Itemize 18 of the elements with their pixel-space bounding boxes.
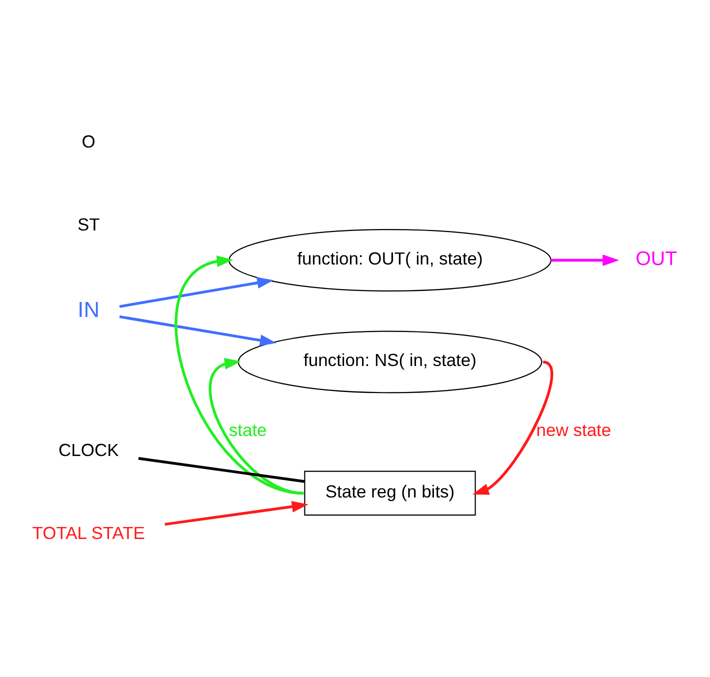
label: O — [82, 130, 96, 151]
label: ST — [77, 214, 100, 234]
node-text: OUT — [636, 248, 678, 270]
edge-label: new state — [536, 420, 612, 440]
node-ellipse: function: NS( in, state) — [238, 330, 542, 393]
arrow — [119, 314, 276, 346]
node-text: CLOCK — [58, 439, 119, 460]
node-text: IN — [78, 296, 100, 322]
arrow — [174, 255, 304, 494]
arrow — [550, 254, 620, 266]
arrow — [119, 276, 274, 308]
arrow — [164, 500, 308, 526]
arrow — [208, 358, 304, 494]
connector — [138, 456, 305, 482]
node-ellipse: function: OUT( in, state) — [228, 228, 552, 291]
edge-label: state — [228, 420, 267, 440]
node-text: TOTAL STATE — [32, 522, 145, 542]
node-box: State reg (n bits) — [304, 470, 476, 516]
